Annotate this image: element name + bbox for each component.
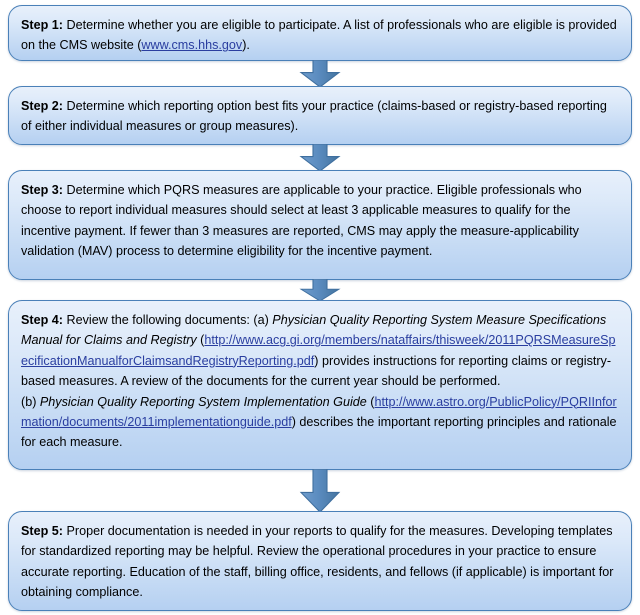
- step-3-text: Determine which PQRS measures are applic…: [21, 183, 582, 259]
- step-4-document-b-title: Physician Quality Reporting System Imple…: [39, 394, 367, 409]
- arrow-down-icon-3: [294, 279, 346, 301]
- step-1-text-before: Determine whether you are eligible to pa…: [21, 18, 617, 53]
- step-2-label: Step 2:: [21, 99, 63, 113]
- step-5-box: Step 5: Proper documentation is needed i…: [8, 511, 632, 611]
- step-4-doc-a-after: ) provides instructions for reporting cl…: [21, 353, 612, 389]
- step-4-box: Step 4: Review the following documents: …: [8, 300, 632, 470]
- arrow-down-icon-2: [294, 144, 346, 171]
- arrow-down-icon-1: [294, 60, 346, 87]
- step-4-label: Step 4:: [21, 313, 63, 327]
- astro-implementation-guide-link[interactable]: http://www.astro.org/PublicPolicy/PQRIIn…: [21, 394, 617, 429]
- step-4-doc-b-open-paren: (: [366, 394, 375, 409]
- acg-measure-specification-manual-link[interactable]: http://www.acg.gi.org/members/nataffairs…: [21, 333, 616, 368]
- arrow-down-icon-4: [294, 469, 346, 512]
- step-1-label: Step 1:: [21, 18, 63, 32]
- step-4-intro: Review the following documents: (a): [63, 313, 273, 327]
- cms-website-link[interactable]: www.cms.hhs.gov: [141, 38, 243, 53]
- step-1-box: Step 1: Determine whether you are eligib…: [8, 5, 632, 61]
- step-4-doc-b-after: ) describes the important reporting prin…: [21, 414, 617, 450]
- step-1-text-after: ).: [242, 38, 250, 53]
- step-4-document-a-title: Physician Quality Reporting System Measu…: [21, 313, 607, 348]
- step-4-doc-b-prefix: (b): [21, 394, 40, 409]
- step-2-box: Step 2: Determine which reporting option…: [8, 86, 632, 145]
- step-3-label: Step 3:: [21, 183, 63, 197]
- step-3-box: Step 3: Determine which PQRS measures ar…: [8, 170, 632, 280]
- step-2-text: Determine which reporting option best fi…: [21, 99, 607, 134]
- step-5-text: Proper documentation is needed in your r…: [21, 524, 614, 600]
- step-5-label: Step 5:: [21, 524, 63, 538]
- step-4-doc-a-open-paren: (: [196, 333, 205, 348]
